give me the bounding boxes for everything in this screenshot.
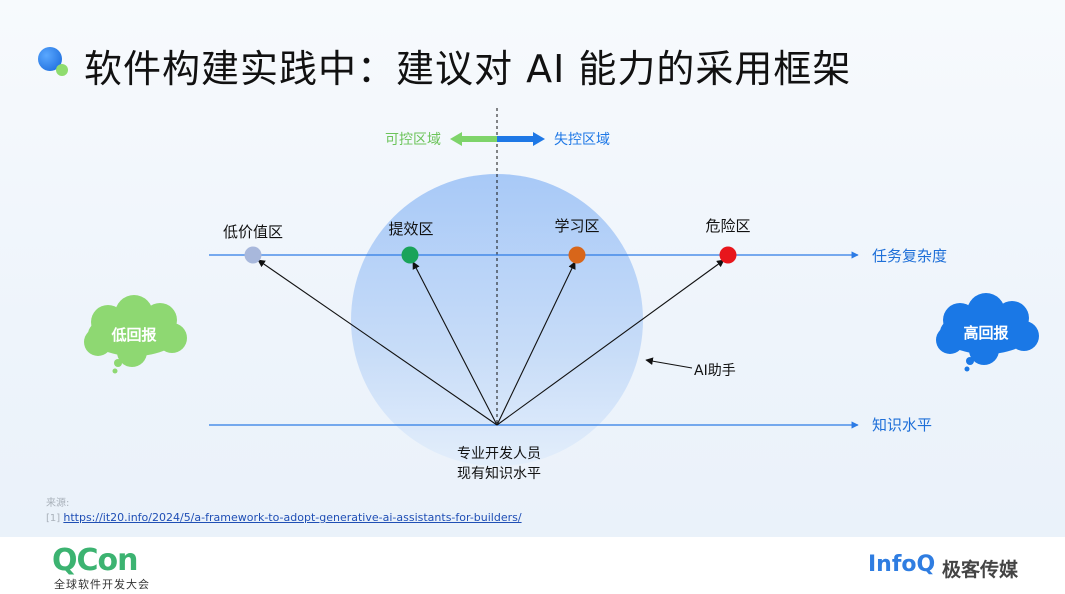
ai-assistant-label: AI助手 bbox=[694, 363, 736, 379]
knowledge-level-label: 知识水平 bbox=[872, 416, 932, 434]
reference-number: [1] bbox=[46, 513, 61, 524]
source-heading: 来源: bbox=[46, 498, 70, 509]
low-return-cloud: 低回报 bbox=[84, 295, 187, 374]
source-link[interactable]: https://it20.info/2024/5/a-framework-to-… bbox=[63, 511, 522, 524]
arrow-to-danger-zone bbox=[496, 259, 725, 426]
high-return-cloud: 高回报 bbox=[936, 293, 1039, 372]
arrow-to-low-value-zone bbox=[257, 259, 498, 426]
high-return-label: 高回报 bbox=[963, 324, 1008, 342]
low-value-zone-label: 低价值区 bbox=[223, 223, 283, 241]
infoq-subtitle: 极客传媒 bbox=[942, 559, 1019, 581]
low-value-zone-dot bbox=[244, 246, 262, 264]
title-bullet-accent-icon bbox=[56, 64, 68, 76]
origin-label-line1: 专业开发人员 bbox=[457, 446, 541, 462]
origin-label-line2: 现有知识水平 bbox=[457, 465, 541, 482]
task-complexity-label: 任务复杂度 bbox=[872, 247, 947, 265]
uncontrolled-zone-arrow bbox=[497, 132, 545, 146]
controlled-zone-label: 可控区域 bbox=[385, 132, 441, 148]
framework-diagram: 可控区域 失控区域 任务复杂度 知识水平 低价值区 提效区 学习区 危险区 AI… bbox=[84, 108, 1039, 482]
danger-zone-dot bbox=[719, 246, 737, 264]
source-citation: 来源: [1] https://it20.info/2024/5/a-frame… bbox=[46, 497, 522, 526]
uncontrolled-zone-label: 失控区域 bbox=[554, 132, 610, 148]
footer-bar bbox=[0, 537, 1065, 594]
page-title: 软件构建实践中：建议对 AI 能力的采用框架 bbox=[84, 47, 852, 91]
learning-zone-dot bbox=[568, 246, 586, 264]
efficiency-zone-label: 提效区 bbox=[388, 220, 433, 238]
qcon-subtitle: 全球软件开发大会 bbox=[54, 578, 150, 591]
learning-zone-label: 学习区 bbox=[554, 217, 599, 235]
low-return-label: 低回报 bbox=[110, 326, 156, 344]
arrow-to-learning-zone bbox=[496, 261, 576, 426]
controlled-zone-arrow bbox=[450, 132, 498, 146]
arrow-to-efficiency-zone bbox=[412, 261, 498, 426]
danger-zone-label: 危险区 bbox=[705, 217, 750, 235]
efficiency-zone-dot bbox=[401, 246, 419, 264]
qcon-logo: QCon bbox=[52, 543, 138, 578]
ai-assistant-pointer bbox=[645, 357, 693, 369]
infoq-logo: InfoQ bbox=[868, 552, 936, 577]
